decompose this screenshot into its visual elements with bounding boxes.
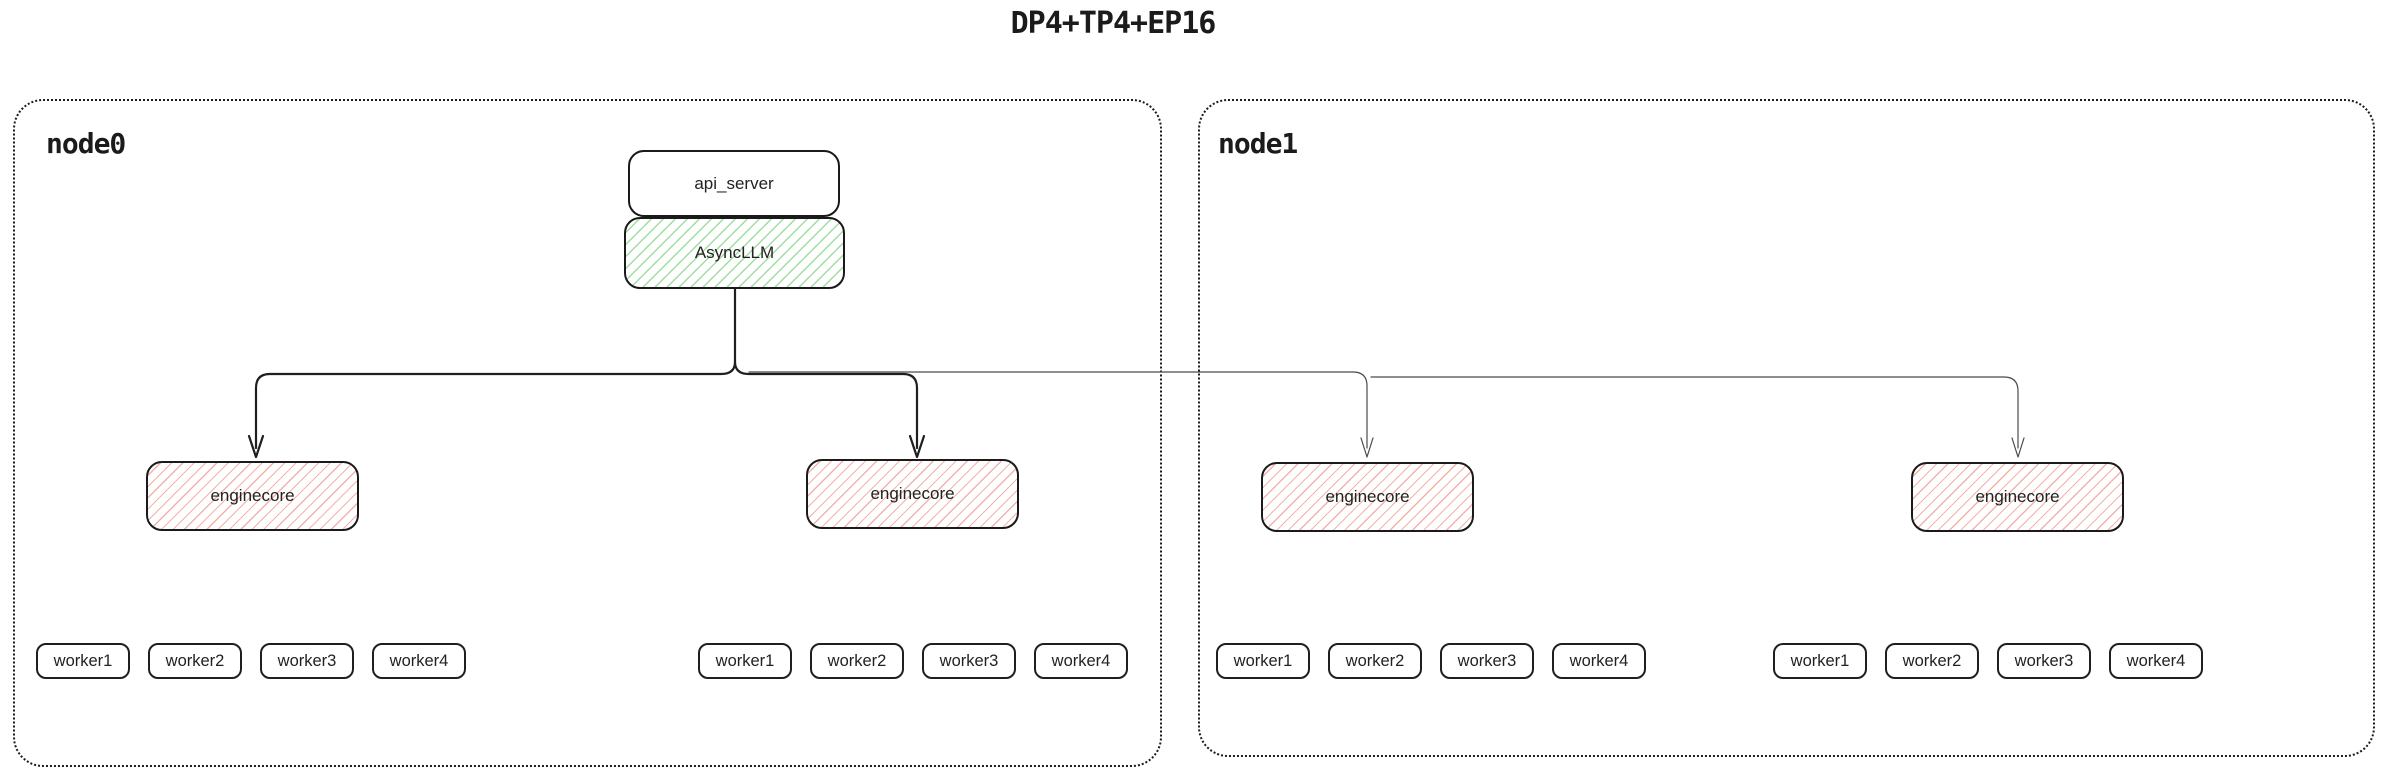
node0-worker-group-2: worker1 worker2 worker3 worker4 xyxy=(698,643,1128,679)
worker-label: worker2 xyxy=(165,651,225,670)
enginecore-label: enginecore xyxy=(870,484,955,503)
worker-box: worker2 xyxy=(148,643,242,679)
worker-label: worker1 xyxy=(715,651,775,670)
worker-box: worker1 xyxy=(1773,643,1867,679)
node0-label: node0 xyxy=(46,127,126,160)
worker-label: worker1 xyxy=(53,651,113,670)
enginecore-label: enginecore xyxy=(1325,487,1410,506)
worker-label: worker3 xyxy=(1457,651,1517,670)
api-server-box: api_server xyxy=(628,150,840,217)
worker-box: worker4 xyxy=(372,643,466,679)
asyncllm-label: AsyncLLM xyxy=(694,243,775,262)
worker-box: worker4 xyxy=(1034,643,1128,679)
worker-box: worker2 xyxy=(810,643,904,679)
node1-worker-group-1: worker1 worker2 worker3 worker4 xyxy=(1216,643,1646,679)
worker-label: worker2 xyxy=(827,651,887,670)
worker-box: worker3 xyxy=(260,643,354,679)
worker-box: worker4 xyxy=(2109,643,2203,679)
worker-box: worker3 xyxy=(922,643,1016,679)
node1-enginecore-1-box: enginecore xyxy=(1261,462,1474,532)
worker-label: worker3 xyxy=(277,651,337,670)
node0-enginecore-2-box: enginecore xyxy=(806,459,1019,529)
worker-label: worker1 xyxy=(1790,651,1850,670)
node1-worker-group-2: worker1 worker2 worker3 worker4 xyxy=(1773,643,2203,679)
node1-enginecore-2-box: enginecore xyxy=(1911,462,2124,532)
enginecore-label: enginecore xyxy=(1975,487,2060,506)
worker-box: worker2 xyxy=(1885,643,1979,679)
worker-box: worker2 xyxy=(1328,643,1422,679)
worker-box: worker1 xyxy=(698,643,792,679)
worker-label: worker3 xyxy=(2014,651,2074,670)
diagram-title: DP4+TP4+EP16 xyxy=(1010,6,1217,41)
worker-label: worker4 xyxy=(1569,651,1629,670)
worker-box: worker4 xyxy=(1552,643,1646,679)
worker-box: worker3 xyxy=(1997,643,2091,679)
worker-box: worker1 xyxy=(1216,643,1310,679)
worker-label: worker4 xyxy=(389,651,449,670)
node0-enginecore-1-box: enginecore xyxy=(146,461,359,531)
worker-label: worker3 xyxy=(939,651,999,670)
worker-label: worker4 xyxy=(2126,651,2186,670)
node0-worker-group-1: worker1 worker2 worker3 worker4 xyxy=(36,643,466,679)
worker-box: worker1 xyxy=(36,643,130,679)
api-server-label: api_server xyxy=(694,173,774,193)
worker-label: worker2 xyxy=(1345,651,1405,670)
worker-label: worker1 xyxy=(1233,651,1293,670)
enginecore-label: enginecore xyxy=(210,486,295,505)
worker-label: worker2 xyxy=(1902,651,1962,670)
node1-label: node1 xyxy=(1218,127,1298,160)
worker-label: worker4 xyxy=(1051,651,1111,670)
worker-box: worker3 xyxy=(1440,643,1534,679)
asyncllm-box: AsyncLLM xyxy=(624,217,845,289)
